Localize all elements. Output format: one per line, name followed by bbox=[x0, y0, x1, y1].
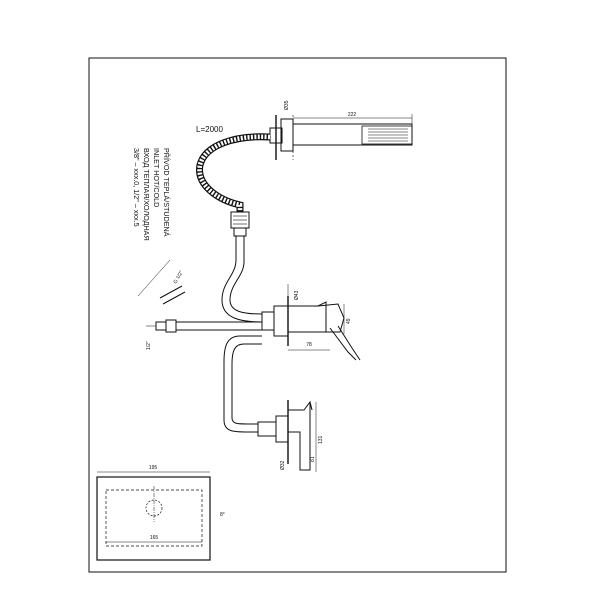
hose-label: L=2000 bbox=[196, 125, 223, 134]
basin-plan-view: 195 165 8° bbox=[96, 465, 225, 561]
dim-connector-b: G 1/2" bbox=[173, 270, 185, 285]
svg-text:PŘÍVOD TEPLÁ/STUDENÁ: PŘÍVOD TEPLÁ/STUDENÁ bbox=[162, 148, 171, 237]
svg-text:INLET HOT/COLD: INLET HOT/COLD bbox=[152, 148, 161, 207]
pipe-lower bbox=[223, 335, 262, 433]
bath-spout: 131 81 Ø32 bbox=[257, 400, 324, 472]
dim-connector-a: 1/2" bbox=[146, 341, 152, 350]
svg-text:ВХОД ТЕПЛАЯ/ХОЛОДНАЯ: ВХОД ТЕПЛАЯ/ХОЛОДНАЯ bbox=[142, 148, 151, 241]
dim-shower-length: 222 bbox=[348, 112, 357, 118]
dim-basin-width: 195 bbox=[149, 465, 158, 471]
dim-mixer-depth: 78 bbox=[306, 342, 312, 348]
inlet-connector: G 1/2" bbox=[137, 259, 186, 305]
dim-spout-height: 131 bbox=[318, 435, 324, 444]
basin-note: 8° bbox=[220, 512, 225, 518]
pipe-upper bbox=[221, 236, 263, 323]
dim-shower-wall: Ø35 bbox=[284, 100, 290, 110]
dim-spout-rosette: Ø32 bbox=[280, 460, 286, 470]
wall-mixer: Ø43 49 78 bbox=[261, 284, 361, 361]
hand-shower: 222 Ø35 bbox=[269, 100, 413, 160]
dim-basin-inner: 165 bbox=[150, 535, 159, 541]
svg-text:3/8" – xxx.0, 1/2" – xxx.5: 3/8" – xxx.0, 1/2" – xxx.5 bbox=[132, 148, 141, 227]
drawing-frame bbox=[88, 57, 507, 573]
dim-mixer-height: 49 bbox=[346, 318, 352, 324]
dim-mixer-rosette: Ø43 bbox=[294, 290, 300, 300]
spiral-hose bbox=[196, 133, 271, 212]
dim-spout-depth: 81 bbox=[310, 456, 316, 462]
inlet-label: PŘÍVOD TEPLÁ/STUDENÁ INLET HOT/COLD ВХОД… bbox=[132, 148, 171, 241]
